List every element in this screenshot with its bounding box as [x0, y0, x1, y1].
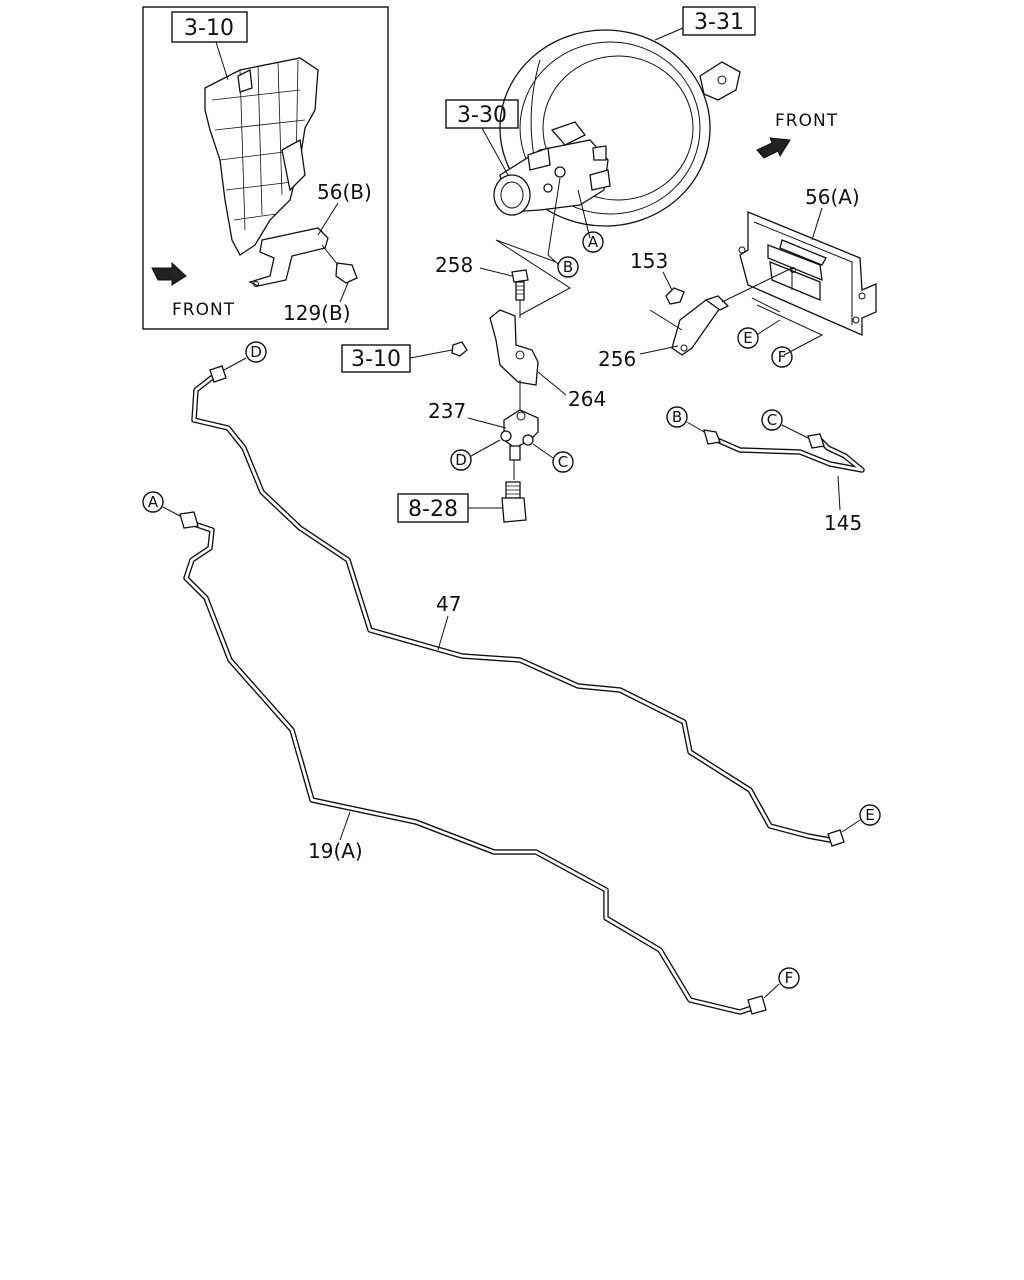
- svg-text:F: F: [778, 348, 787, 366]
- ref-label-8-28: 8-28: [408, 497, 458, 522]
- ref-label-3-30: 3-30: [457, 103, 507, 128]
- circle-C-145: C: [761, 409, 783, 431]
- ref-box-3-10: [341, 344, 411, 373]
- ref-label-3-10: 3-10: [351, 347, 401, 372]
- svg-text:B: B: [672, 408, 682, 426]
- part-label-56b: 56(B): [317, 180, 372, 204]
- circle-F-pipe: F: [778, 967, 800, 989]
- pipe-145: [703, 429, 865, 473]
- svg-text:C: C: [767, 411, 777, 429]
- circle-A-top: A: [582, 231, 604, 253]
- front-arrow-main-icon: [756, 137, 791, 159]
- svg-text:D: D: [250, 343, 262, 361]
- inset-panel: 3-10 56(B) 129(B) FRONT: [142, 6, 389, 330]
- bracket-56a: 56(A): [738, 185, 877, 336]
- ref-label-3-10-inset: 3-10: [184, 16, 234, 41]
- ref-box-3-31: [682, 6, 756, 36]
- svg-text:E: E: [865, 806, 874, 824]
- circle-C-tee: C: [552, 451, 574, 473]
- nut-3-10: [451, 341, 468, 357]
- circle-D-pipe: D: [245, 341, 267, 363]
- circle-F-top: F: [771, 346, 793, 368]
- part-label-256: 256: [598, 347, 636, 371]
- part-label-264: 264: [568, 387, 606, 411]
- svg-text:E: E: [743, 329, 752, 347]
- circle-A-pipe: A: [142, 491, 164, 513]
- bolt-258: [511, 269, 529, 301]
- svg-text:A: A: [588, 233, 599, 251]
- pedal-bracket-drawing: [204, 57, 358, 287]
- part-label-56a: 56(A): [805, 185, 860, 209]
- part-label-145: 145: [824, 511, 862, 535]
- bolt-153: [665, 287, 685, 305]
- pipe-19a: [179, 511, 767, 1015]
- inset-frame: [142, 6, 389, 330]
- stop-light-switch: [501, 481, 527, 523]
- master-cylinder: 3-30: [445, 99, 611, 256]
- front-label-inset: FRONT: [172, 300, 235, 320]
- tee-joint-237: [500, 409, 539, 461]
- part-label-237: 237: [428, 399, 466, 423]
- clip-256: [671, 295, 730, 356]
- circle-E-pipe: E: [859, 804, 881, 826]
- svg-text:F: F: [785, 969, 794, 987]
- circle-B-top: B: [557, 256, 579, 278]
- part-label-153: 153: [630, 249, 668, 273]
- circle-B-145: B: [666, 406, 688, 428]
- ref-box-3-10-inset: [171, 11, 248, 43]
- ref-label-3-31: 3-31: [694, 10, 744, 35]
- ref-box-3-30: [445, 99, 519, 129]
- svg-text:A: A: [148, 493, 159, 511]
- part-label-129b: 129(B): [283, 301, 351, 325]
- part-label-47: 47: [436, 592, 461, 616]
- circle-E-top: E: [737, 327, 759, 349]
- part-label-258: 258: [435, 253, 473, 277]
- pipe-47: [191, 365, 845, 847]
- svg-text:C: C: [558, 453, 568, 471]
- svg-text:B: B: [563, 258, 573, 276]
- circle-D-tee: D: [450, 449, 472, 471]
- svg-text:D: D: [455, 451, 467, 469]
- part-label-19a: 19(A): [308, 839, 363, 863]
- front-arrow-icon: [151, 261, 187, 286]
- bracket-264: [489, 309, 539, 386]
- front-label-main: FRONT: [775, 111, 838, 131]
